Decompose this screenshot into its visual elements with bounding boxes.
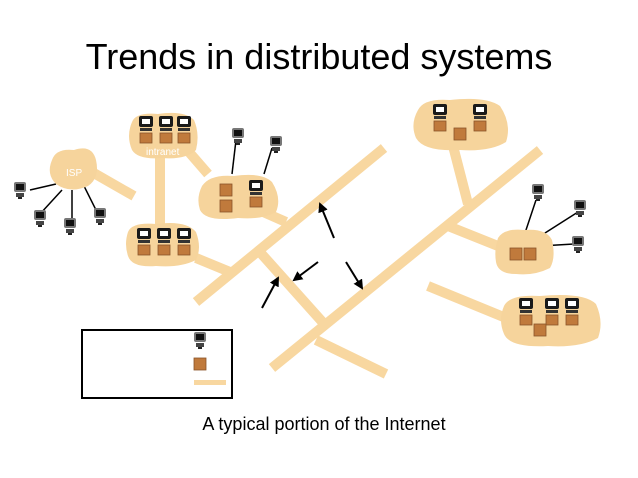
backbone-link: [192, 144, 388, 306]
desktop-computer-icon: [14, 182, 26, 199]
server-cloud-right: [495, 229, 554, 275]
legend: [81, 329, 233, 399]
desktop-computer-icon: [232, 128, 244, 145]
intranet-cloud: intranet: [129, 112, 198, 159]
desktop-computer-icon: [572, 236, 584, 253]
desktop-computer-icon: [574, 200, 586, 217]
traffic-arrows: [261, 202, 364, 309]
arrow-icon: [292, 261, 319, 282]
backbone-link: [254, 246, 330, 330]
cables: [29, 139, 579, 247]
arrow-icon: [318, 202, 335, 239]
legend-link-swatch: [194, 380, 226, 385]
server-cloud-top-right: [413, 98, 508, 151]
desktop-computers: [14, 128, 586, 253]
desktop-computer-icon: [34, 210, 46, 227]
backbone-link: [446, 221, 500, 251]
intranet-label: intranet: [146, 147, 180, 158]
backbone-link: [194, 253, 232, 277]
isp-label: ISP: [66, 168, 82, 179]
backbone-link: [426, 281, 508, 323]
arrow-icon: [261, 276, 279, 309]
desktop-computer-icon: [64, 218, 76, 235]
isp-cloud: ISP: [49, 148, 97, 190]
network-links: [89, 140, 544, 379]
desktop-computer-icon: [532, 184, 544, 201]
legend-server-icon: [193, 357, 207, 371]
server-cloud-bottom-right: [501, 295, 601, 347]
desktop-computer-icon: [94, 208, 106, 225]
slide-title: Trends in distributed systems: [85, 36, 553, 77]
backbone-link: [313, 335, 389, 379]
server-cloud-lower-left: [126, 223, 199, 267]
backbone-link: [268, 146, 544, 372]
server-cloud-center: [198, 174, 279, 219]
backbone-link: [89, 167, 137, 201]
arrow-icon: [345, 261, 364, 290]
backbone-link: [447, 140, 473, 206]
diagram-caption: A typical portion of the Internet: [202, 414, 446, 434]
